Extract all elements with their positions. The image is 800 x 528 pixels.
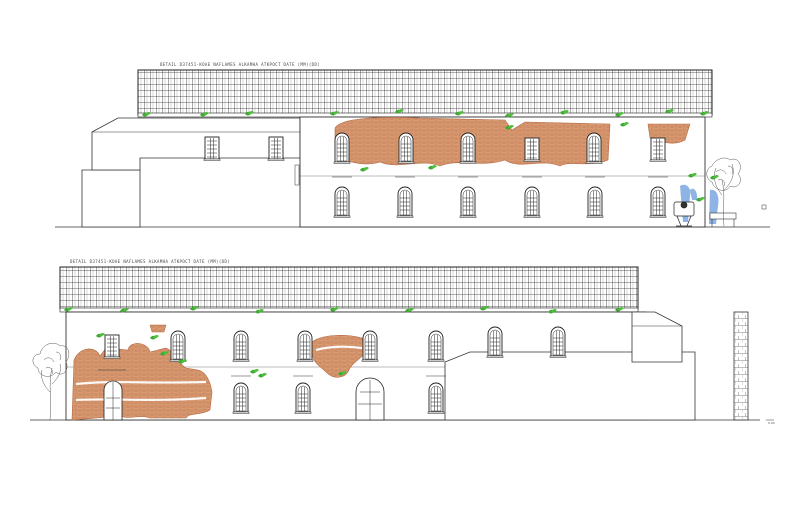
- window: [585, 132, 603, 164]
- water-stain: [690, 188, 698, 200]
- window: [333, 186, 351, 218]
- window: [427, 330, 445, 362]
- window: [296, 330, 314, 362]
- fountain: [673, 201, 695, 227]
- scale-mark: 0.00: [768, 421, 775, 425]
- bench: [709, 212, 737, 220]
- window: [549, 326, 567, 358]
- window: [267, 136, 285, 161]
- window: [294, 382, 312, 414]
- tree-sketch: [706, 157, 741, 227]
- exposed-brick-area: [149, 324, 167, 333]
- window: [486, 326, 504, 358]
- window: [397, 132, 415, 164]
- side-door: [103, 380, 123, 421]
- window: [523, 137, 541, 162]
- drawing-caption: DETAIL D37451-KOAE NAFLAMES ALKAMHA ATKP…: [70, 259, 230, 264]
- pillar-section: [733, 311, 749, 421]
- top-elevation: DETAIL D37451-KOAE NAFLAMES ALKAMHA ATKP…: [55, 62, 770, 228]
- drawing-caption: DETAIL D37451-KOAE NAFLAMES ALKAMHA ATKP…: [160, 62, 320, 67]
- window: [459, 186, 477, 218]
- window: [169, 330, 187, 362]
- window: [361, 330, 379, 362]
- window: [203, 136, 221, 161]
- roof-tiles: [59, 266, 639, 310]
- entrance-door: [355, 377, 385, 421]
- window: [586, 186, 604, 218]
- window: [232, 330, 250, 362]
- right-annex-upper: [631, 311, 683, 363]
- right-annex: [444, 351, 696, 421]
- window: [103, 334, 121, 359]
- bottom-elevation: 0.00 DETAIL D37451-KOAE NAFLAMES ALKAMHA…: [30, 259, 775, 425]
- window: [232, 382, 250, 414]
- left-annex-wall: [81, 169, 141, 228]
- window: [396, 186, 414, 218]
- window: [459, 132, 477, 164]
- window: [427, 382, 445, 414]
- window: [649, 137, 667, 162]
- window: [333, 132, 351, 164]
- window: [523, 186, 541, 218]
- window: [649, 186, 667, 218]
- roof-tiles: [137, 69, 713, 116]
- tree-sketch: [32, 343, 70, 421]
